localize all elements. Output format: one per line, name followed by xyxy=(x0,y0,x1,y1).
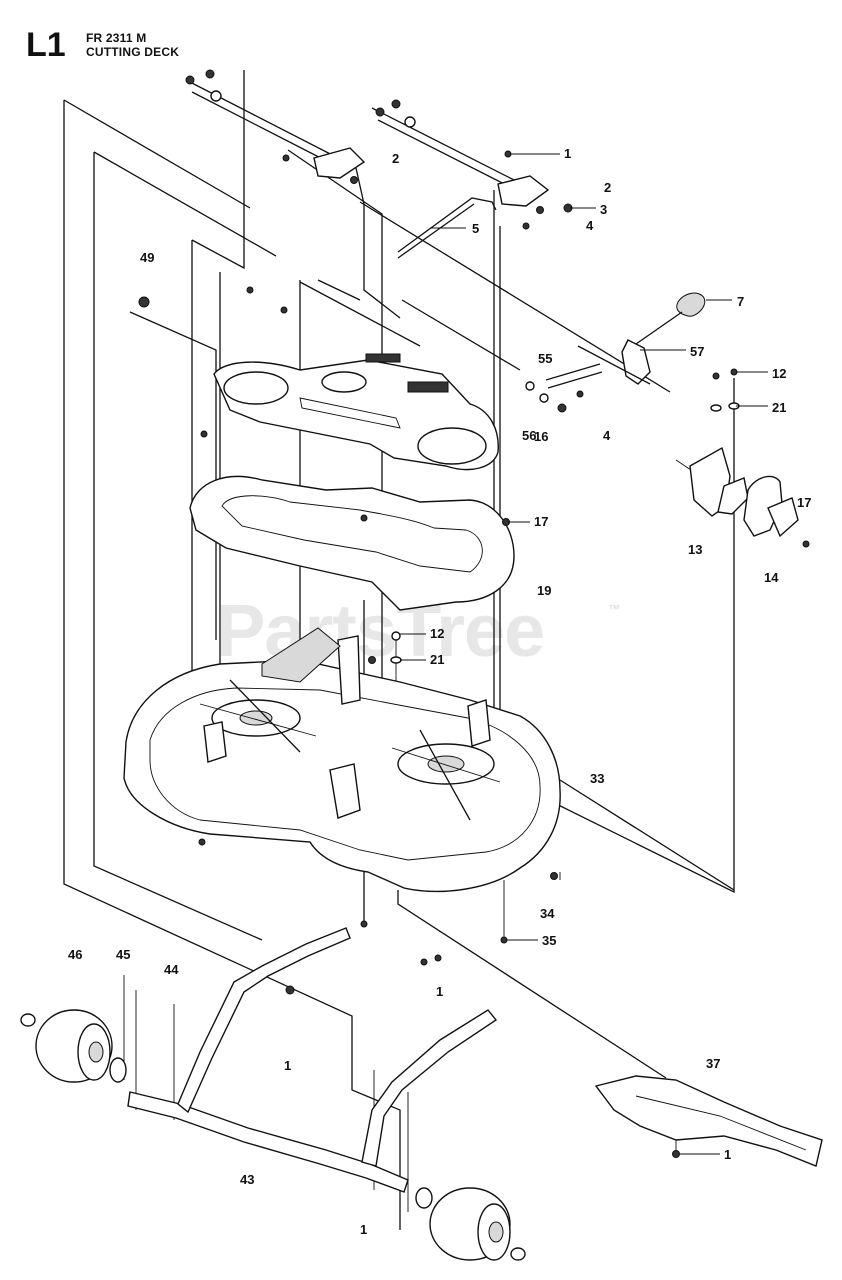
callout-label: 5 xyxy=(472,221,479,236)
callout-label: 1 xyxy=(564,146,571,161)
callout-label: 1 xyxy=(724,1147,731,1162)
callout-label: 49 xyxy=(140,250,154,265)
model-number: FR 2311 M xyxy=(86,31,147,45)
callout-label: 44 xyxy=(164,962,179,977)
page-code: L1 xyxy=(26,26,66,64)
callout-label: 34 xyxy=(540,906,555,921)
callout-label: 45 xyxy=(116,947,130,962)
hardware xyxy=(138,286,680,1158)
callout-label: 35 xyxy=(542,933,556,948)
discharge-deflector xyxy=(594,1075,823,1167)
belt-cover xyxy=(213,353,499,471)
callout-label: 21 xyxy=(772,400,786,415)
mower-deck xyxy=(123,627,561,893)
callout-label: 4 xyxy=(586,218,594,233)
guide-lines xyxy=(63,70,735,1230)
callout-label: 43 xyxy=(240,1172,254,1187)
callout-label: 17 xyxy=(797,495,811,510)
height-adjuster-bracket xyxy=(689,446,810,548)
callout-label: 37 xyxy=(706,1056,720,1071)
callout-label: 7 xyxy=(737,294,744,309)
page-title: CUTTING DECK xyxy=(86,45,180,59)
callout-label: 1 xyxy=(436,984,443,999)
callout-leaders xyxy=(400,153,768,1155)
callout-label: 1 xyxy=(284,1058,291,1073)
front-axle-assembly xyxy=(20,927,526,1261)
callout-label: 14 xyxy=(764,570,779,585)
callout-label: 12 xyxy=(772,366,786,381)
callout-label: 21 xyxy=(430,652,444,667)
callout-label: 57 xyxy=(690,344,704,359)
lift-rod-assembly xyxy=(185,69,573,259)
callout-label: 13 xyxy=(688,542,702,557)
callout-label: 3 xyxy=(600,202,607,217)
callout-label: 55 xyxy=(538,351,552,366)
callout-label: 17 xyxy=(534,514,548,529)
callout-label: 2 xyxy=(604,180,611,195)
callout-label: 33 xyxy=(590,771,604,786)
callout-labels: 1 2 2 1 3 4 5 49 7 57 55 12 21 56 4 16 1… xyxy=(68,146,811,1237)
callout-label: 1 xyxy=(360,1222,367,1237)
callout-label: 19 xyxy=(537,583,551,598)
callout-label: 56 xyxy=(522,428,536,443)
watermark-trademark: ™ xyxy=(608,602,620,616)
callout-label: 12 xyxy=(430,626,444,641)
callout-label: 2 xyxy=(392,151,399,166)
callout-label: 46 xyxy=(68,947,82,962)
belt-shield xyxy=(189,475,515,611)
callout-label: 16 xyxy=(534,429,548,444)
height-adjust-lever xyxy=(525,292,740,413)
callout-label: 4 xyxy=(603,428,611,443)
